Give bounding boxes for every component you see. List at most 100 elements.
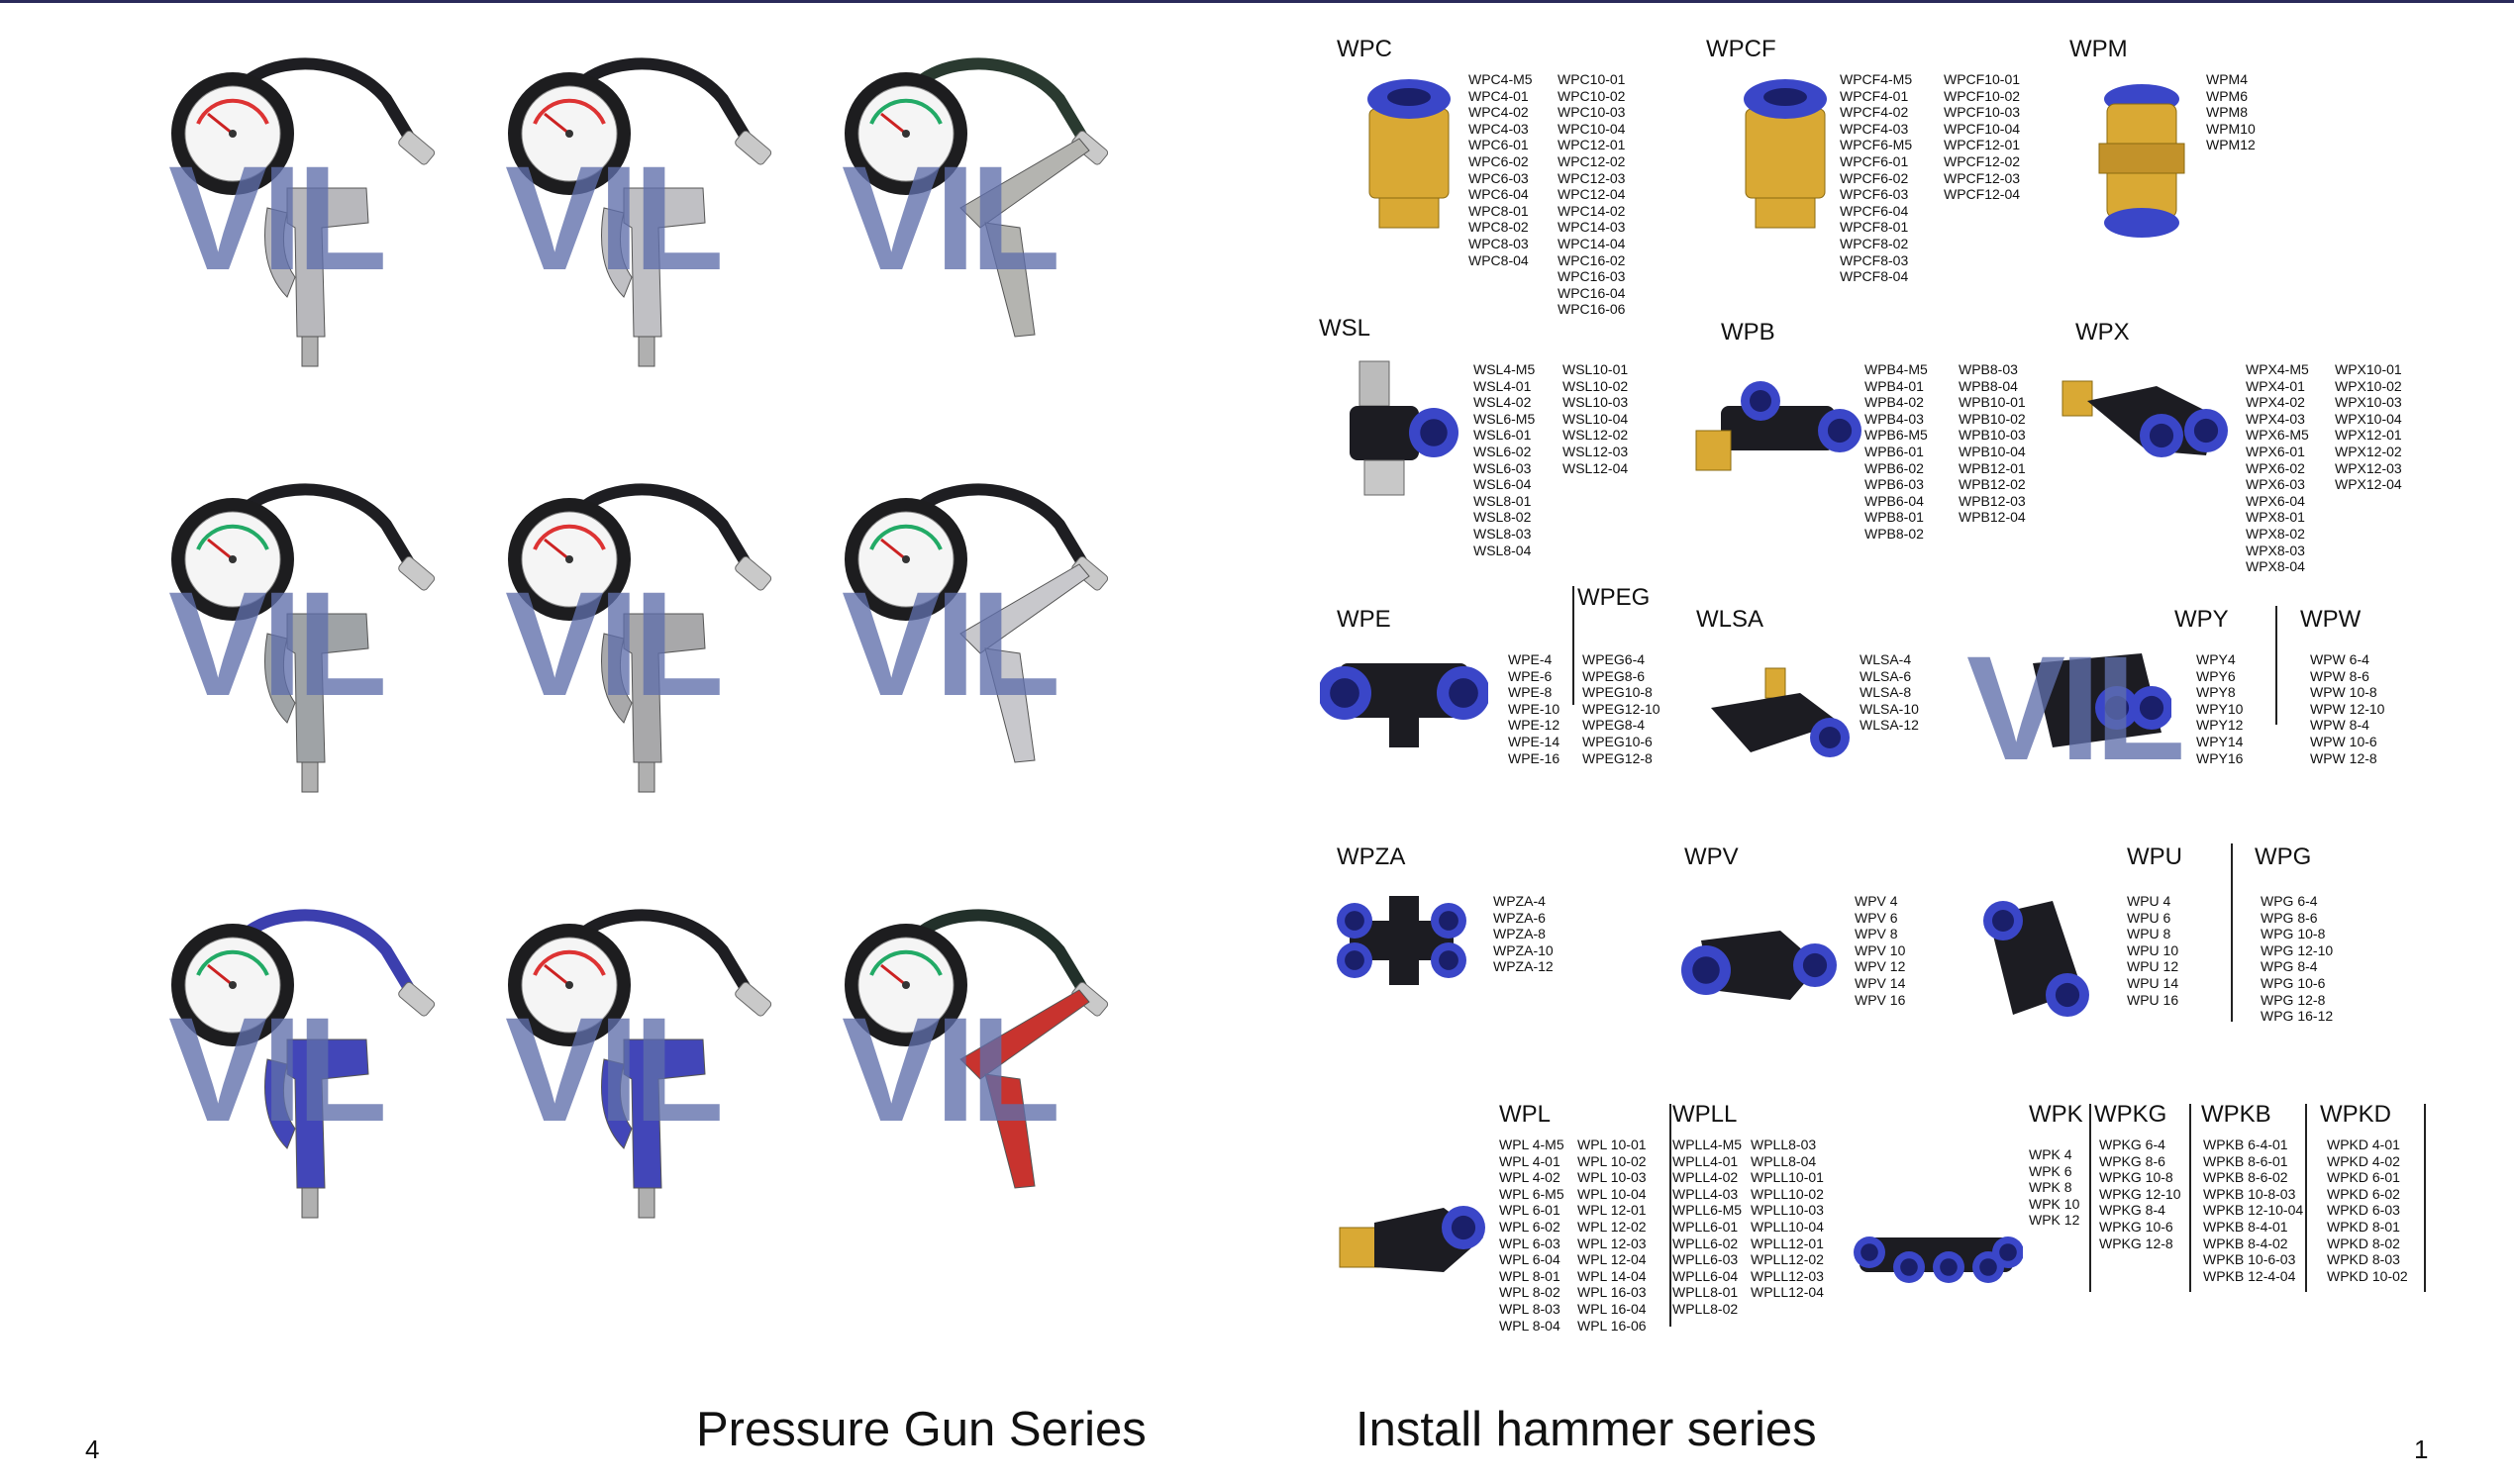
model-number: WPC16-03 — [1558, 268, 1626, 285]
model-number: WPKD 6-03 — [2327, 1202, 2400, 1219]
model-number: WPE-16 — [1508, 749, 1560, 766]
fitting-image-wpl — [1335, 1183, 1498, 1282]
model-number: WPL 10-04 — [1577, 1185, 1647, 1202]
model-number: WPCF4-03 — [1840, 120, 1909, 137]
series-title-wpm: WPM — [2069, 36, 2128, 62]
series-title-wpu: WPU — [2127, 843, 2182, 870]
model-number: WPC8-02 — [1468, 219, 1529, 236]
model-number: WPLL12-03 — [1751, 1267, 1824, 1284]
series-title-wpk: WPK — [2029, 1101, 2083, 1128]
series-title-wpl: WPL — [1499, 1101, 1552, 1128]
series-title-wpg: WPG — [2255, 843, 2312, 870]
model-number: WPY10 — [2196, 700, 2244, 717]
model-number: WPC6-03 — [1468, 169, 1529, 186]
vil-watermark: VIL — [505, 986, 724, 1152]
model-number: WPKG 8-6 — [2099, 1152, 2165, 1169]
model-number: WPCF12-03 — [1944, 169, 2021, 186]
model-number: WPB6-M5 — [1864, 427, 1928, 444]
model-number: WPLL8-03 — [1751, 1137, 1817, 1152]
model-number: WPG 6-4 — [2261, 893, 2318, 909]
model-number: WPC6-04 — [1468, 186, 1529, 203]
model-number: WPX4-M5 — [2246, 361, 2309, 377]
model-number: WPCF6-M5 — [1840, 137, 1913, 153]
series-title-wsl: WSL — [1319, 315, 1371, 342]
model-number: WPB10-03 — [1959, 427, 2026, 444]
model-number: WPCF4-02 — [1840, 104, 1909, 121]
right-footer-title: Install hammer series — [1356, 1403, 1817, 1456]
model-number: WPY6 — [2196, 667, 2236, 684]
fitting-image-wpb — [1691, 376, 1864, 485]
model-number: WPU 8 — [2127, 926, 2171, 942]
model-number: WPC12-04 — [1558, 186, 1626, 203]
model-number: WSL12-03 — [1562, 443, 1629, 459]
model-number: WPG 10-8 — [2261, 926, 2326, 942]
vil-watermark: VIL — [505, 135, 724, 301]
model-number: WPB8-01 — [1864, 509, 1924, 526]
model-number: WPKG 8-4 — [2099, 1202, 2165, 1219]
pressure-gun-image — [139, 465, 475, 802]
model-number: WPZA-6 — [1493, 909, 1546, 926]
model-number: WPU 6 — [2127, 909, 2171, 926]
vil-watermark: VIL — [842, 560, 1060, 727]
model-number: WPX6-02 — [2246, 459, 2305, 476]
model-number: WPL 16-03 — [1577, 1284, 1647, 1301]
pressure-gun-image — [139, 40, 475, 376]
model-number: WSL10-01 — [1562, 361, 1629, 377]
model-number: WPC14-03 — [1558, 219, 1626, 236]
model-number: WPC8-04 — [1468, 251, 1529, 268]
model-number: WPCF10-01 — [1944, 71, 2021, 87]
vil-watermark: VIL — [168, 560, 387, 727]
model-number: WPCF8-01 — [1840, 219, 1909, 236]
model-number: WSL10-03 — [1562, 394, 1629, 411]
series-title-wpy: WPY — [2174, 606, 2229, 633]
model-number: WLSA-12 — [1860, 717, 1919, 734]
model-number: WSL8-04 — [1473, 542, 1532, 558]
model-number: WPE-4 — [1508, 651, 1553, 667]
series-title-wpeg: WPEG — [1577, 584, 1651, 611]
model-number: WPLL6-04 — [1672, 1267, 1739, 1284]
model-number: WPLL12-04 — [1751, 1284, 1824, 1301]
model-number: WPLL10-04 — [1751, 1218, 1824, 1235]
model-number: WPL 4-M5 — [1499, 1137, 1564, 1152]
model-number: WPX10-04 — [2335, 410, 2402, 427]
model-number: WPKG 12-10 — [2099, 1185, 2181, 1202]
vil-watermark: VIL — [168, 986, 387, 1152]
model-number: WPLL6-01 — [1672, 1218, 1739, 1235]
model-number: WPLL12-02 — [1751, 1251, 1824, 1268]
model-number: WPL 10-02 — [1577, 1152, 1647, 1169]
vil-watermark: VIL — [842, 135, 1060, 301]
model-number: WPKB 8-6-02 — [2203, 1169, 2288, 1186]
model-number: WPX8-02 — [2246, 525, 2305, 542]
model-number: WPCF6-02 — [1840, 169, 1909, 186]
vil-watermark: VIL — [168, 135, 387, 301]
model-number: WPLL10-01 — [1751, 1169, 1824, 1186]
model-number: WPC6-01 — [1468, 137, 1529, 153]
model-number: WPW 10-8 — [2310, 684, 2377, 701]
model-number: WPLL4-M5 — [1672, 1137, 1743, 1152]
model-number: WPL 8-04 — [1499, 1317, 1560, 1334]
model-number: WPLL6-02 — [1672, 1235, 1739, 1251]
model-number: WPC14-02 — [1558, 202, 1626, 219]
model-number: WPKB 6-4-01 — [2203, 1137, 2288, 1152]
model-number: WPX12-04 — [2335, 476, 2402, 493]
model-number: WPKG 10-6 — [2099, 1218, 2173, 1235]
model-number: WPX6-01 — [2246, 443, 2305, 459]
model-number: WPV 16 — [1855, 991, 1906, 1008]
model-number: WPL 8-03 — [1499, 1300, 1560, 1317]
model-number: WPL 12-03 — [1577, 1235, 1647, 1251]
series-title-wpkg: WPKG — [2094, 1101, 2167, 1128]
series-title-wpcf: WPCF — [1706, 36, 1776, 62]
left-page: VIL VIL VIL — [0, 0, 1256, 1484]
model-number: WPC10-04 — [1558, 120, 1626, 137]
model-number: WSL4-02 — [1473, 394, 1532, 411]
model-number: WSL8-02 — [1473, 509, 1532, 526]
model-number: WPEG12-8 — [1582, 749, 1653, 766]
model-number: WPV 8 — [1855, 926, 1898, 942]
model-number: WPCF4-01 — [1840, 87, 1909, 104]
